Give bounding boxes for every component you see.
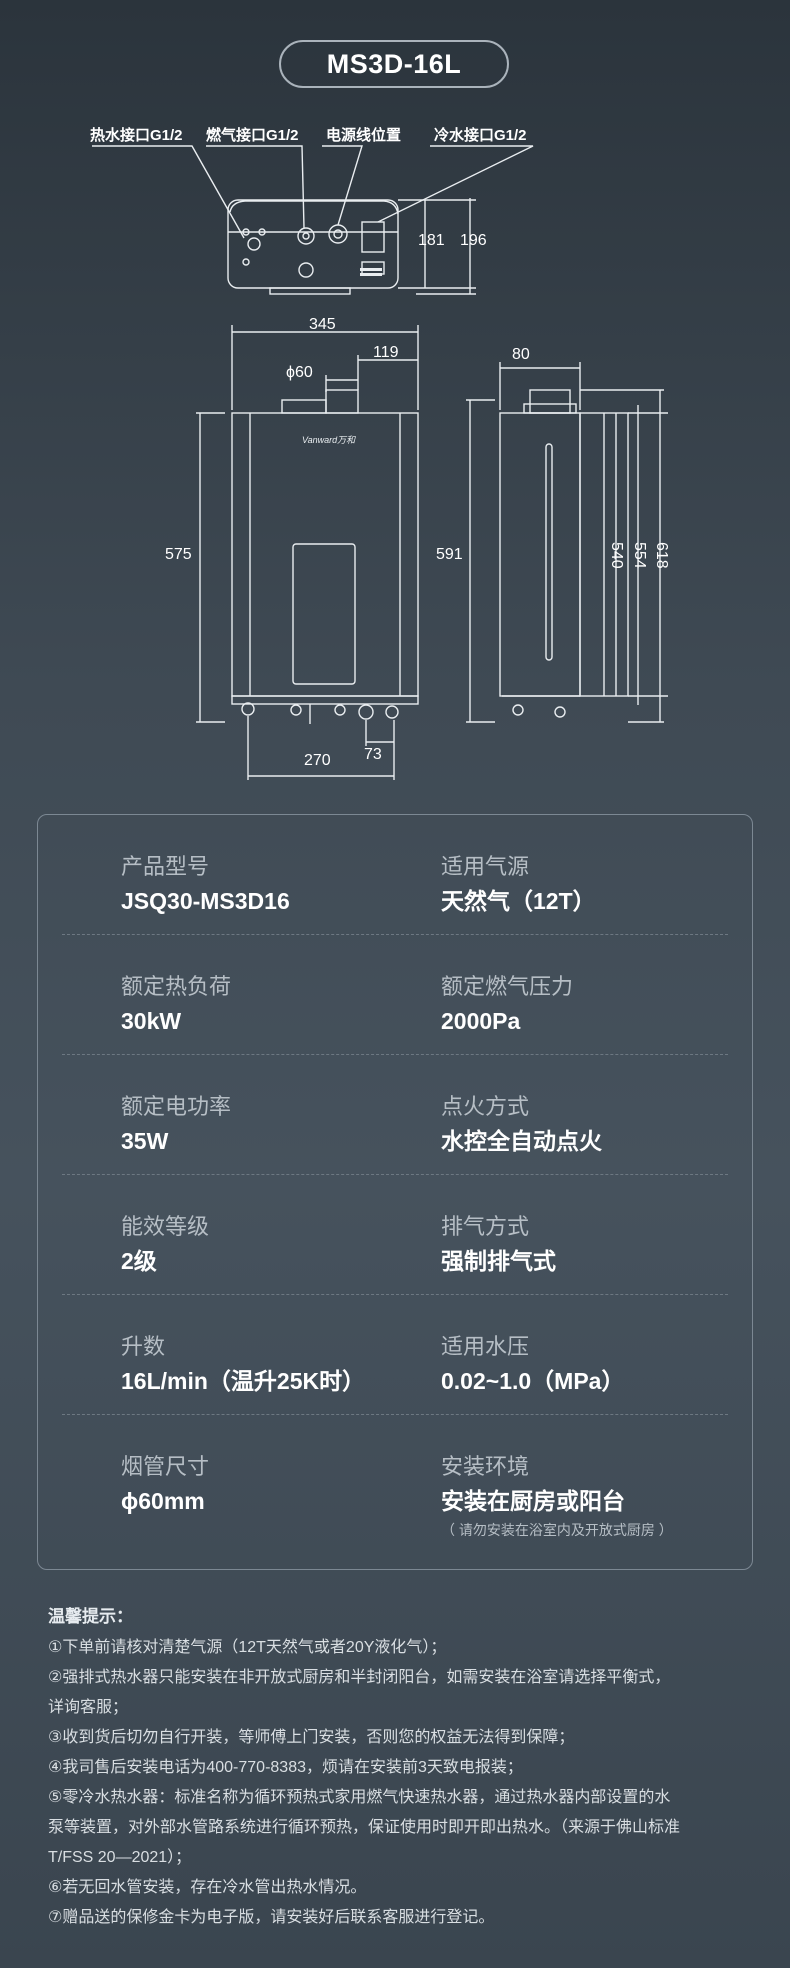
spec-row: 产品型号 JSQ30-MS3D16 适用气源天然气（12T） bbox=[38, 815, 752, 935]
power-cord-label: 电源线位置 bbox=[326, 127, 402, 144]
spec-value: 水控全自动点火 bbox=[441, 1128, 602, 1154]
power-cord-icon bbox=[328, 224, 348, 244]
spec-key: 能效等级 bbox=[121, 1214, 210, 1239]
spec-value: 0.02~1.0（MPa） bbox=[441, 1368, 625, 1394]
note-line: ④我司售后安装电话为400-770-8383，烦请在安装前3天致电报装； bbox=[48, 1759, 523, 1776]
dim-80: 80 bbox=[512, 346, 530, 363]
spec-key: 适用气源 bbox=[441, 854, 530, 879]
side-view-body bbox=[499, 412, 581, 697]
dim-618: 618 bbox=[653, 542, 670, 569]
divider bbox=[62, 934, 728, 935]
divider bbox=[62, 1174, 728, 1175]
spec-row: 能效等级 2级 排气方式强制排气式 bbox=[38, 1175, 752, 1295]
spec-note: （ 请勿安装在浴室内及开放式厨房 ） bbox=[441, 1522, 673, 1538]
spec-row: 额定热负荷 30kW 额定燃气压力 2000Pa bbox=[38, 935, 752, 1055]
note-line: 泵等装置，对外部水管路系统进行循环预热，保证使用时即开即出热水。（来源于佛山标准 bbox=[48, 1819, 681, 1836]
dim-270: 270 bbox=[304, 752, 331, 769]
spec-key: 排气方式 bbox=[441, 1214, 530, 1239]
spec-value: 2级 bbox=[121, 1248, 157, 1274]
dim-575: 575 bbox=[165, 546, 192, 563]
warm-tips: 温馨提示： ①下单前请核对清楚气源（12T天然气或者20Y液化气）； ②强排式热… bbox=[48, 1602, 748, 1933]
note-line: ⑤零冷水热水器：标准名称为循环预热式家用燃气快速热水器，通过热水器内部设置的水 bbox=[48, 1789, 671, 1806]
model-title: MS3D-16L bbox=[279, 40, 509, 88]
gas-port-label: 燃气接口G1/2 bbox=[206, 127, 299, 144]
spec-value: 16L/min（温升25K时） bbox=[121, 1368, 366, 1394]
dim-119: 119 bbox=[373, 344, 399, 361]
gas-port-icon bbox=[297, 227, 315, 245]
spec-value: 安装在厨房或阳台 bbox=[441, 1488, 625, 1514]
spec-key: 额定热负荷 bbox=[121, 974, 232, 999]
hot-water-port-label: 热水接口G1/2 bbox=[90, 127, 183, 144]
spec-key: 点火方式 bbox=[441, 1094, 530, 1119]
spec-value: JSQ30-MS3D16 bbox=[121, 888, 290, 914]
note-line: ③收到货后切勿自行开装，等师傅上门安装，否则您的权益无法得到保障； bbox=[48, 1729, 575, 1746]
cold-water-port-label: 冷水接口G1/2 bbox=[434, 127, 527, 144]
dim-73: 73 bbox=[364, 746, 382, 763]
note-line: ②强排式热水器只能安装在非开放式厨房和半封闭阳台，如需安装在浴室请选择平衡式， bbox=[48, 1669, 671, 1686]
dimension-diagram: Vanward万和 bbox=[92, 145, 668, 780]
brand-logo: Vanward万和 bbox=[302, 435, 356, 445]
spec-value: ϕ60mm bbox=[121, 1488, 205, 1514]
spec-value: 天然气（12T） bbox=[441, 888, 596, 914]
dim-591: 591 bbox=[436, 546, 463, 563]
note-line: ①下单前请核对清楚气源（12T天然气或者20Y液化气）； bbox=[48, 1639, 447, 1656]
spec-value: 35W bbox=[121, 1128, 169, 1154]
spec-value: 2000Pa bbox=[441, 1008, 521, 1034]
note-line: ⑦赠品送的保修金卡为电子版，请安装好后联系客服进行登记。 bbox=[48, 1909, 495, 1926]
spec-table: 产品型号 JSQ30-MS3D16 适用气源天然气（12T） 额定热负荷 30kW … bbox=[37, 814, 753, 1570]
spec-key: 适用水压 bbox=[441, 1334, 530, 1359]
spec-value: 强制排气式 bbox=[441, 1248, 556, 1274]
dim-196: 196 bbox=[460, 232, 487, 249]
dim-345: 345 bbox=[309, 316, 336, 333]
spec-key: 升数 bbox=[121, 1334, 166, 1359]
note-line: T/FSS 20—2021）； bbox=[48, 1849, 192, 1866]
front-view-body bbox=[231, 412, 419, 697]
notes-heading: 温馨提示： bbox=[48, 1607, 133, 1626]
divider bbox=[62, 1294, 728, 1295]
cold-water-port-icon bbox=[361, 221, 385, 253]
spec-row: 烟管尺寸 ϕ60mm 安装环境安装在厨房或阳台 （ 请勿安装在浴室内及开放式厨房 ） bbox=[38, 1415, 752, 1571]
divider bbox=[62, 1054, 728, 1055]
divider bbox=[62, 1414, 728, 1415]
note-line: ⑥若无回水管安装，存在冷水管出热水情况。 bbox=[48, 1879, 367, 1896]
spec-key: 额定燃气压力 bbox=[441, 974, 574, 999]
spec-key: 产品型号 bbox=[121, 854, 210, 879]
spec-key: 安装环境 bbox=[441, 1454, 530, 1479]
spec-key: 烟管尺寸 bbox=[121, 1454, 210, 1479]
spec-value: 30kW bbox=[121, 1008, 182, 1034]
dim-554: 554 bbox=[631, 542, 648, 569]
spec-row: 升数 16L/min（温升25K时） 适用水压 0.02~1.0（MPa） bbox=[38, 1295, 752, 1415]
spec-key: 额定电功率 bbox=[121, 1094, 232, 1119]
dim-181: 181 bbox=[418, 232, 445, 249]
dim-phi60: ϕ60 bbox=[286, 364, 313, 381]
note-line: 详询客服； bbox=[48, 1699, 129, 1716]
front-window bbox=[292, 543, 356, 685]
hot-water-port-icon bbox=[247, 237, 261, 251]
spec-row: 额定电功率 35W 点火方式水控全自动点火 bbox=[38, 1055, 752, 1175]
dim-540: 540 bbox=[608, 542, 625, 569]
